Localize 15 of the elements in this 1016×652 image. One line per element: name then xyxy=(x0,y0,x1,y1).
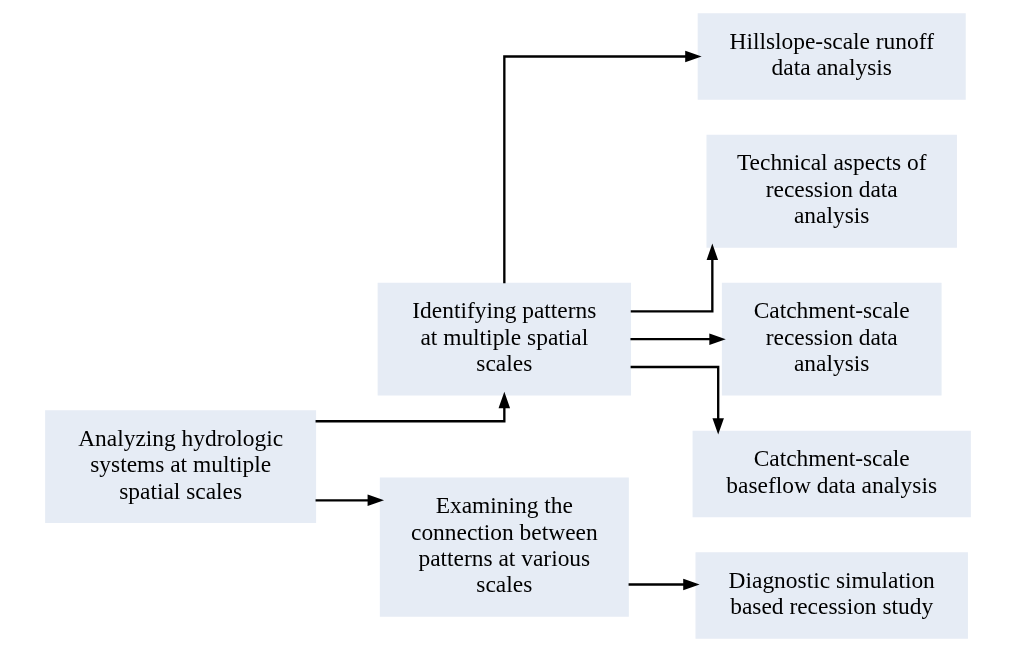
node-box: Catchment-scale baseflow data analysis xyxy=(692,430,971,518)
node-box: Catchment-scale recession data analysis xyxy=(721,282,942,396)
arrow xyxy=(628,578,700,591)
arrow xyxy=(630,365,724,435)
node-box: Examining the connection between patterns at various scales xyxy=(379,477,629,617)
arrow xyxy=(315,494,385,507)
node-box: Technical aspects of recession data analysis xyxy=(706,134,957,248)
node-box: Analyzing hydrologic systems at multiple spatial scales xyxy=(45,410,317,523)
arrow xyxy=(315,391,511,423)
node-box: Identifying patterns at multiple spatial scales xyxy=(377,282,632,396)
node-box: Hillslope-scale runoff data analysis xyxy=(697,13,966,100)
node-box: Diagnostic simulation based recession study xyxy=(695,552,968,639)
arrow xyxy=(503,50,702,284)
arrow xyxy=(630,333,726,345)
arrow xyxy=(630,243,719,313)
